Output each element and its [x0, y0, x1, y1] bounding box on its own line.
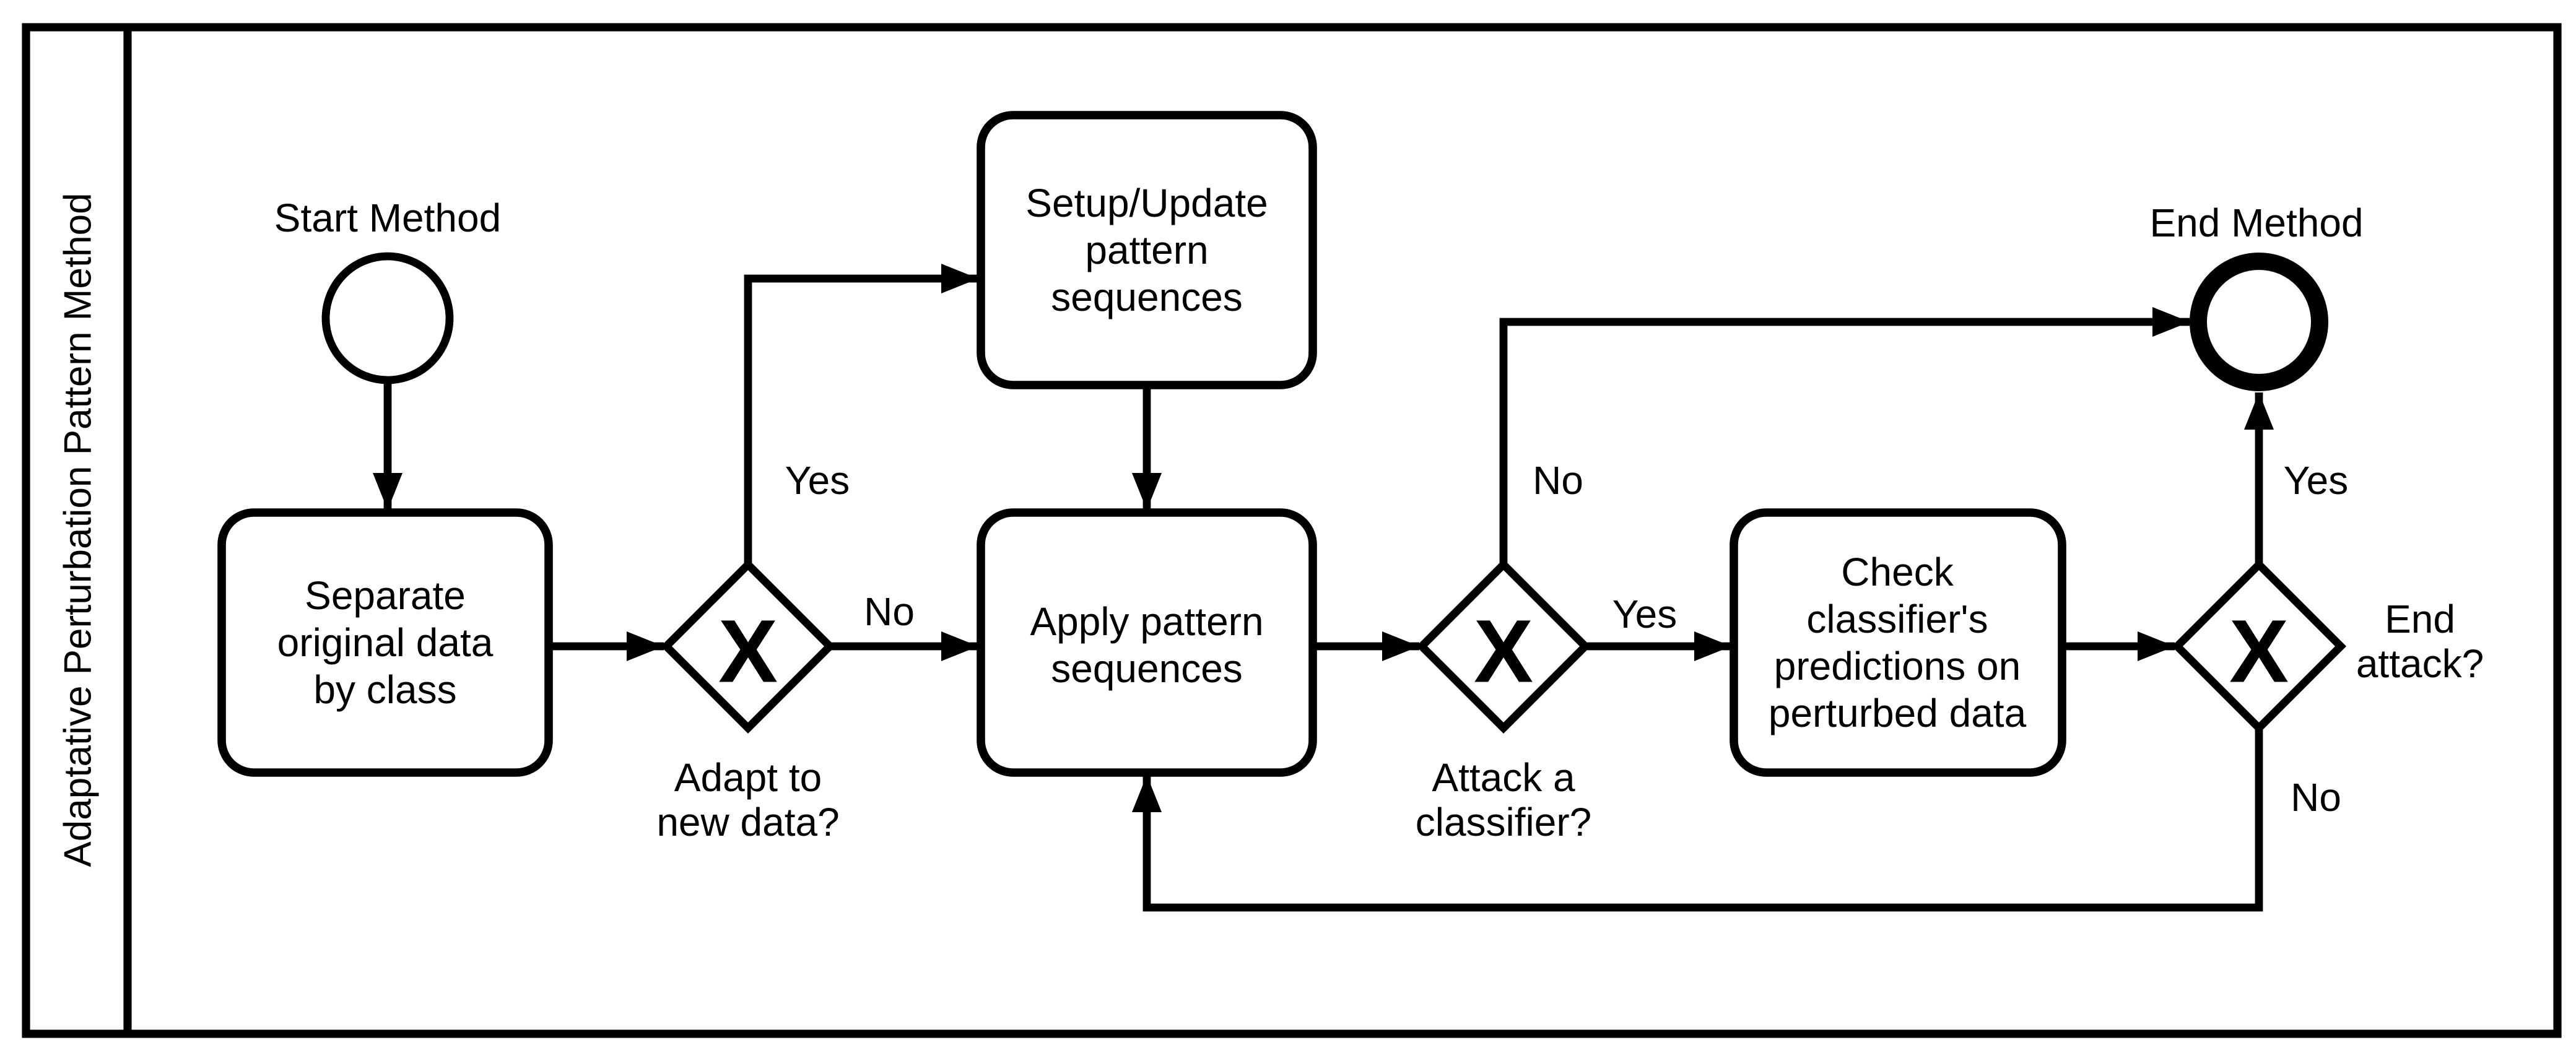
flow-adapt-yes-to-setup [744, 264, 978, 565]
gateway-attack-x-icon: X [1474, 602, 1533, 701]
start-event-circle [321, 252, 454, 384]
gateway-end-attack-x-icon: X [2229, 602, 2289, 701]
start-event: Start Method [274, 196, 501, 384]
task-check-predictions-line3: predictions on [1774, 644, 2021, 688]
gateway-adapt-no-label: No [864, 589, 915, 634]
start-event-label: Start Method [274, 196, 501, 240]
task-check-predictions-line4: perturbed data [1769, 691, 2027, 735]
task-apply-patterns-box [977, 508, 1317, 777]
end-event-circle [2190, 253, 2328, 391]
gateway-attack-no-label: No [1533, 458, 1583, 503]
flow-endattack-no-loop-to-apply [1132, 728, 2263, 912]
task-separate-data-line3: by class [313, 667, 456, 712]
task-check-predictions-box [1730, 508, 2066, 777]
gateway-end-attack: X End attack? Yes No [2171, 458, 2484, 820]
task-separate-data: Separate original data by class [217, 508, 553, 777]
lane-title: Adaptative Perturbation Pattern Method [57, 193, 100, 867]
gateway-adapt-x-icon: X [718, 602, 778, 701]
task-setup-update-line1: Setup/Update [1025, 181, 1268, 225]
gateway-end-attack-no-label: No [2291, 775, 2341, 820]
gateway-attack-diamond [1416, 558, 1591, 734]
gateway-adapt: X Adapt to new data? Yes No [656, 458, 915, 844]
end-event: End Method [2149, 201, 2364, 391]
task-separate-data-box [217, 508, 553, 777]
task-separate-data-line2: original data [277, 620, 494, 665]
task-apply-patterns-line1: Apply pattern [1030, 599, 1263, 644]
task-setup-update-line3: sequences [1051, 275, 1243, 319]
gateway-attack-question-line1: Attack a [1432, 755, 1575, 800]
gateway-end-attack-question-line1: End [2385, 597, 2455, 641]
gateway-attack-question-line2: classifier? [1416, 800, 1592, 844]
gateway-attack-yes-label: Yes [1612, 592, 1677, 636]
gateway-adapt-question-line1: Adapt to [674, 755, 822, 800]
gateway-adapt-question-line2: new data? [656, 800, 839, 844]
task-apply-patterns-line2: sequences [1051, 646, 1243, 691]
gateway-adapt-yes-label: Yes [785, 458, 850, 503]
task-check-predictions: Check classifier's predictions on pertur… [1730, 508, 2066, 777]
gateway-end-attack-yes-label: Yes [2284, 458, 2348, 503]
task-separate-data-line1: Separate [305, 573, 466, 618]
task-apply-patterns: Apply pattern sequences [977, 508, 1317, 777]
task-setup-update-line2: pattern [1085, 228, 1208, 272]
task-setup-update: Setup/Update pattern sequences [977, 111, 1317, 389]
flow-attack-no-to-end [1499, 307, 2190, 565]
gateway-end-attack-diamond [2171, 558, 2347, 734]
task-check-predictions-line2: classifier's [1806, 597, 1988, 641]
task-setup-update-box [977, 111, 1317, 389]
gateway-end-attack-question-line2: attack? [2356, 641, 2484, 686]
gateway-attack: X Attack a classifier? No Yes [1416, 458, 1677, 844]
end-event-label: End Method [2149, 201, 2363, 245]
pool-border [22, 23, 2562, 1038]
gateway-adapt-diamond [660, 558, 836, 734]
task-check-predictions-line1: Check [1841, 550, 1954, 594]
